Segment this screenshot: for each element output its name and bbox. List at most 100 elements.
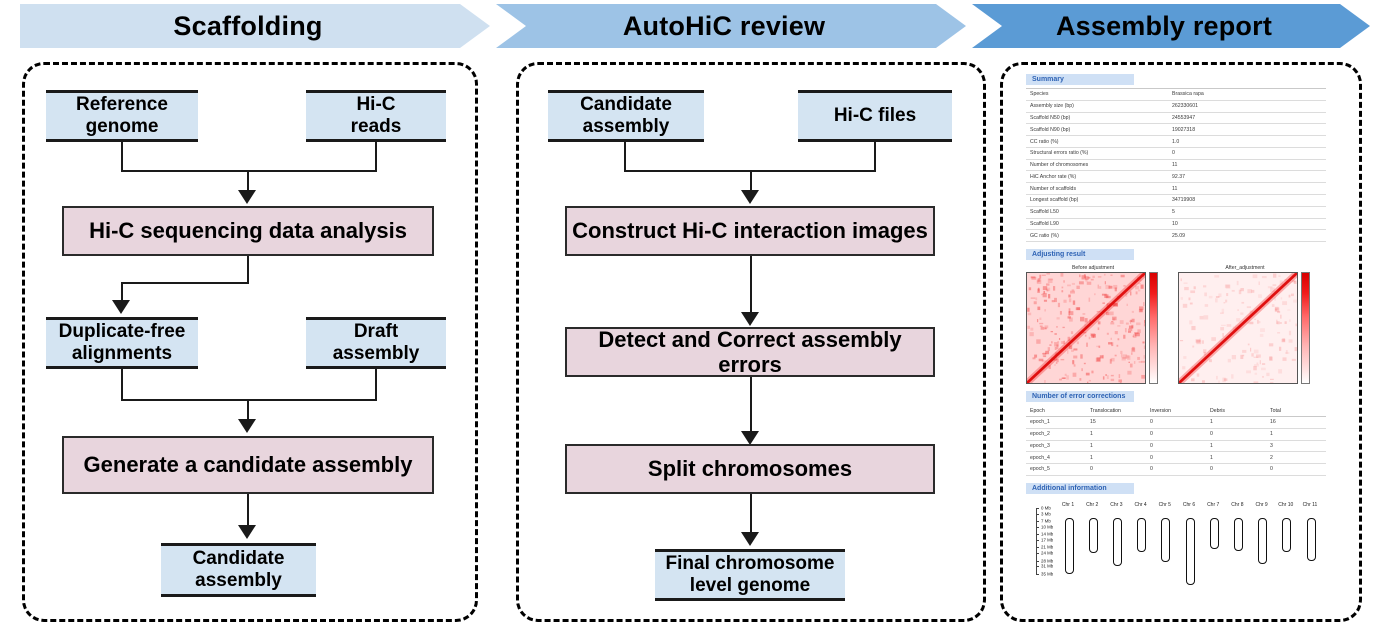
table-cell: 1 (1266, 428, 1326, 441)
chromosome-bar (1137, 517, 1147, 552)
summary-value: 34719908 (1168, 194, 1326, 207)
table-row: CC ratio (%)1.0 (1026, 135, 1326, 148)
autohic-review-panel (516, 62, 986, 622)
connector-line (874, 142, 876, 172)
summary-value: 10 (1168, 218, 1326, 231)
stage-banner-scaffolding: Scaffolding (20, 4, 490, 48)
connector-line (121, 369, 123, 401)
node-hic-files: Hi-C files (798, 90, 952, 142)
node-split-chromosomes: Split chromosomes (565, 444, 935, 494)
report-section-title-adjusting: Adjusting result (1026, 249, 1134, 261)
connector-line (247, 256, 249, 284)
connector-line (375, 142, 377, 172)
chromosome-bar (1185, 517, 1195, 586)
summary-value: 25.09 (1168, 229, 1326, 243)
scaffolding-panel (22, 62, 478, 622)
axis-tick-label: 17 Mb (1041, 537, 1054, 543)
table-cell: 3 (1266, 440, 1326, 453)
connector-line (247, 494, 249, 529)
table-cell: epoch_3 (1026, 440, 1086, 453)
report-section-title-summary: Summary (1026, 74, 1134, 85)
axis-tick-label: 24 Mb (1041, 550, 1054, 556)
summary-key: Number of scaffolds (1026, 182, 1168, 196)
chromosome-bar (1064, 517, 1074, 574)
arrow-head (741, 190, 759, 204)
axis-tick (1036, 566, 1039, 568)
table-cell: epoch_1 (1026, 415, 1086, 429)
heatmap-caption: Before adjustment (1071, 265, 1115, 272)
table-cell: 0 (1206, 463, 1266, 476)
chromosome-label: Chr 5 (1158, 501, 1171, 508)
axis-tick-label: 28 Mb (1041, 558, 1054, 564)
arrow-head (112, 300, 130, 314)
axis-tick-label: 14 Mb (1041, 531, 1054, 537)
banner-arrow-shape (972, 4, 1370, 48)
table-cell: 0 (1146, 415, 1206, 429)
chromosome-bar (1112, 517, 1122, 567)
heatmap-block: Before adjustment (1026, 265, 1160, 385)
node-label: Split chromosomes (647, 456, 853, 482)
connector-line (247, 399, 249, 421)
axis-tick (1036, 507, 1039, 509)
connector-line (375, 369, 377, 401)
chromosome-label: Chr 8 (1231, 501, 1244, 508)
connector-line (750, 170, 752, 192)
arrow-head (238, 190, 256, 204)
summary-value: 19027318 (1168, 123, 1326, 137)
table-cell: 1 (1206, 415, 1266, 429)
heatmap-caption: After_adjustment (1225, 265, 1265, 272)
chromosome-label: Chr 1 (1061, 501, 1075, 508)
connector-line (121, 282, 249, 284)
table-cell: epoch_5 (1026, 463, 1086, 476)
chromosome-label: Chr 11 (1302, 501, 1318, 508)
column-header: Total (1266, 405, 1326, 417)
table-cell: epoch_2 (1026, 428, 1086, 441)
summary-value: 5 (1168, 206, 1326, 219)
axis-tick (1036, 547, 1039, 549)
summary-key: Assembly size (bp) (1026, 100, 1168, 113)
connector-line (121, 399, 377, 401)
arrow-head (741, 312, 759, 326)
connector-line (247, 170, 249, 192)
axis-tick (1036, 573, 1039, 575)
node-label: Detect and Correct assembly errors (598, 326, 902, 377)
heatmap-canvas (1027, 273, 1145, 384)
summary-key: CC ratio (%) (1026, 135, 1168, 148)
node-label: Generate a candidate assembly (83, 452, 413, 478)
connector-line (750, 377, 752, 435)
column-header: Epoch (1026, 405, 1086, 417)
table-row: Scaffold N50 (bp)24553947 (1026, 112, 1326, 125)
table-cell: epoch_4 (1026, 451, 1086, 465)
axis-tick (1036, 560, 1039, 562)
table-cell: 1 (1086, 451, 1146, 465)
summary-value: 262330601 (1168, 100, 1326, 113)
summary-key: Scaffold N90 (bp) (1026, 123, 1168, 137)
summary-key: GC ratio (%) (1026, 229, 1168, 243)
node-hic-sequencing-data-analysis: Hi-C sequencing data analysis (62, 206, 434, 256)
summary-value: 1.0 (1168, 135, 1326, 148)
table-row: Longest scaffold (bp)34719908 (1026, 194, 1326, 207)
axis-tick (1036, 526, 1039, 528)
chromosome-label: Chr 7 (1207, 501, 1220, 508)
table-cell: 15 (1086, 415, 1146, 429)
stage-banner-assembly-report: Assembly report (972, 4, 1370, 48)
arrow-head (238, 525, 256, 539)
column-header: Debris (1206, 405, 1266, 417)
axis-tick-label: 31 Mb (1041, 563, 1054, 569)
chromosome-label: Chr 3 (1110, 501, 1123, 508)
summary-key: HiC Anchor rate (%) (1026, 170, 1168, 184)
arrow-head (741, 431, 759, 445)
